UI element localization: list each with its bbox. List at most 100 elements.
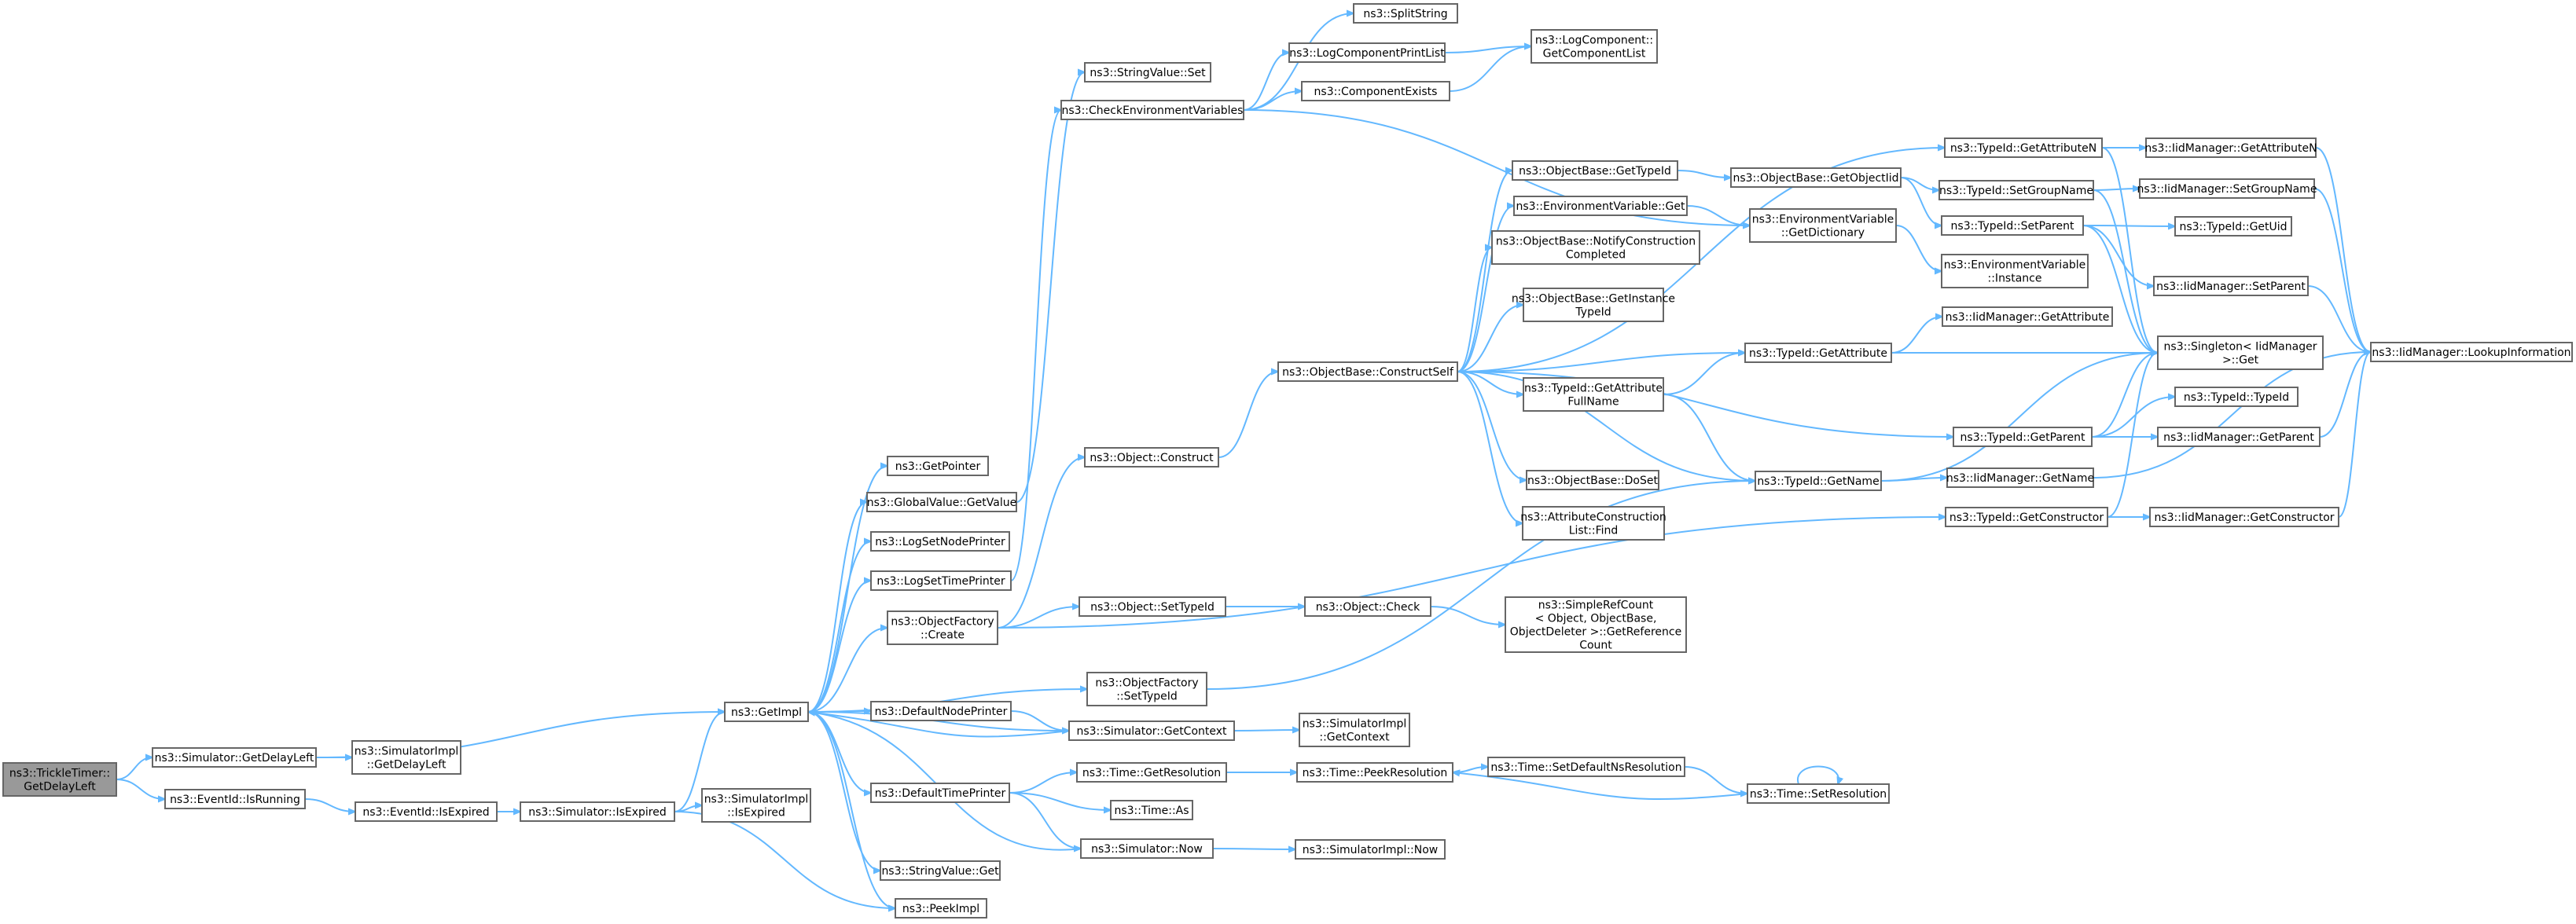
call-edge bbox=[2082, 225, 2154, 286]
function-node[interactable]: ns3::ObjectBase::GetTypeId bbox=[1512, 160, 1678, 181]
node-label: ns3::TypeId::GetUid bbox=[2179, 221, 2287, 233]
function-node[interactable]: ns3::IidManager::GetConstructor bbox=[2149, 507, 2339, 527]
function-node[interactable]: ns3::CheckEnvironmentVariables bbox=[1060, 100, 1244, 120]
function-node[interactable]: ns3::Time::SetDefaultNsResolution bbox=[1487, 757, 1685, 777]
function-node[interactable]: ns3::EventId::IsRunning bbox=[164, 789, 306, 809]
node-label: ns3::SimulatorImpl::Now bbox=[1303, 844, 1439, 856]
call-edge bbox=[1457, 353, 1745, 372]
function-node[interactable]: ns3::IidManager::GetAttribute bbox=[1942, 306, 2113, 327]
call-edge bbox=[1444, 46, 1531, 53]
node-label: ns3::EnvironmentVariable bbox=[1752, 213, 1894, 226]
node-box bbox=[1288, 42, 1446, 63]
call-edge bbox=[1457, 371, 1953, 437]
function-node[interactable]: ns3::IidManager::LookupInformation bbox=[2370, 342, 2573, 362]
function-node[interactable]: ns3::SimulatorImpl::IsExpired bbox=[701, 788, 811, 823]
node-box bbox=[2157, 336, 2324, 370]
call-edge bbox=[1457, 305, 1523, 372]
function-node[interactable]: ns3::Simulator::GetDelayLeft bbox=[152, 747, 317, 768]
function-node[interactable]: ns3::DefaultNodePrinter bbox=[870, 701, 1012, 721]
node-label: ns3::SimulatorImpl bbox=[704, 793, 809, 805]
function-node[interactable]: ns3::TypeId::GetConstructor bbox=[1945, 507, 2108, 527]
function-node[interactable]: ns3::EnvironmentVariable::Get bbox=[1513, 196, 1688, 216]
function-node[interactable]: ns3::TypeId::SetGroupName bbox=[1938, 180, 2094, 200]
function-node[interactable]: ns3::GetImpl bbox=[724, 702, 809, 722]
function-node[interactable]: ns3::TypeId::SetParent bbox=[1941, 215, 2084, 236]
call-edge bbox=[2315, 147, 2371, 352]
node-label: ns3::SimulatorImpl bbox=[1303, 717, 1407, 730]
function-node[interactable]: ns3::Time::GetResolution bbox=[1076, 762, 1227, 783]
call-edge bbox=[2107, 353, 2158, 518]
function-node[interactable]: ns3::ObjectBase::GetObjectIid bbox=[1730, 167, 1902, 188]
node-box bbox=[2174, 387, 2299, 407]
function-node[interactable]: ns3::Object::Construct bbox=[1084, 447, 1219, 468]
function-node[interactable]: ns3::EnvironmentVariable::Instance bbox=[1941, 254, 2089, 288]
function-node[interactable]: ns3::IidManager::SetParent bbox=[2153, 276, 2309, 296]
node-label: List::Find bbox=[1569, 524, 1619, 537]
function-node[interactable]: ns3::Simulator::GetContext bbox=[1068, 720, 1235, 741]
node-box bbox=[870, 531, 1010, 552]
function-node[interactable]: ns3::EventId::IsExpired bbox=[355, 801, 498, 822]
function-node[interactable]: ns3::SimulatorImpl::Now bbox=[1295, 839, 1446, 860]
function-node[interactable]: ns3::IidManager::GetParent bbox=[2157, 427, 2321, 447]
node-label: GetComponentList bbox=[1543, 47, 1646, 60]
function-node[interactable]: ns3::EnvironmentVariable::GetDictionary bbox=[1749, 208, 1897, 243]
call-edge bbox=[1684, 766, 1747, 794]
node-box bbox=[1941, 215, 2084, 236]
function-node[interactable]: ns3::DefaultTimePrinter bbox=[870, 783, 1010, 803]
function-node[interactable]: ns3::TypeId::TypeId bbox=[2174, 387, 2299, 407]
function-node[interactable]: ns3::TypeId::GetParent bbox=[1953, 427, 2093, 447]
node-box bbox=[1076, 762, 1227, 783]
function-node[interactable]: ns3::ObjectFactory::Create bbox=[887, 610, 998, 645]
function-node[interactable]: ns3::SplitString bbox=[1353, 3, 1458, 24]
function-node[interactable]: ns3::ObjectBase::ConstructSelf bbox=[1277, 361, 1458, 382]
function-node[interactable]: ns3::GlobalValue::GetValue bbox=[866, 492, 1017, 512]
call-edge bbox=[807, 711, 871, 793]
node-box bbox=[1747, 783, 1890, 804]
function-node[interactable]: ns3::Simulator::IsExpired bbox=[520, 801, 675, 822]
function-node[interactable]: ns3::StringValue::Get bbox=[880, 860, 1001, 881]
function-node[interactable]: ns3::Time::As bbox=[1110, 800, 1193, 820]
function-node[interactable]: ns3::StringValue::Set bbox=[1084, 62, 1211, 82]
node-label: ns3::TypeId::SetParent bbox=[1951, 220, 2074, 233]
function-node[interactable]: ns3::Object::Check bbox=[1304, 596, 1431, 617]
function-node[interactable]: ns3::ObjectFactory::SetTypeId bbox=[1086, 672, 1207, 706]
function-node[interactable]: ns3::ObjectBase::DoSet bbox=[1526, 470, 1659, 490]
node-box bbox=[1945, 507, 2108, 527]
call-edge bbox=[674, 811, 895, 908]
function-node[interactable]: ns3::Singleton< IidManager>::Get bbox=[2157, 336, 2324, 370]
function-node[interactable]: ns3::Time::PeekResolution bbox=[1296, 762, 1453, 783]
call-edge bbox=[1009, 792, 1081, 849]
function-node[interactable]: ns3::ObjectBase::NotifyConstructionCompl… bbox=[1491, 230, 1700, 265]
function-node[interactable]: ns3::Time::SetResolution bbox=[1747, 783, 1890, 804]
function-node[interactable]: ns3::LogComponentPrintList bbox=[1288, 42, 1446, 63]
function-node[interactable]: ns3::LogSetNodePrinter bbox=[870, 531, 1010, 552]
node-label: ns3::IidManager::SetGroupName bbox=[2137, 183, 2317, 196]
function-node[interactable]: ns3::TypeId::GetUid bbox=[2174, 216, 2292, 236]
function-node[interactable]: ns3::IidManager::SetGroupName bbox=[2137, 178, 2317, 199]
function-node[interactable]: ns3::SimulatorImpl::GetContext bbox=[1299, 713, 1410, 747]
node-label: ns3::ObjectBase::GetObjectIid bbox=[1733, 172, 1898, 185]
function-node[interactable]: ns3::SimulatorImpl::GetDelayLeft bbox=[351, 740, 461, 775]
function-node[interactable]: ns3::LogComponent::GetComponentList bbox=[1531, 29, 1658, 64]
function-node[interactable]: ns3::LogSetTimePrinter bbox=[870, 570, 1012, 591]
function-node[interactable]: ns3::SimpleRefCount< Object, ObjectBase,… bbox=[1505, 596, 1687, 653]
function-node[interactable]: ns3::GetPointer bbox=[887, 456, 989, 476]
function-node[interactable]: ns3::PeekImpl bbox=[895, 898, 987, 918]
node-label: Count bbox=[1579, 639, 1612, 651]
node-box bbox=[2139, 178, 2315, 199]
function-node[interactable]: ns3::TypeId::GetAttributeN bbox=[1944, 138, 2103, 158]
function-node[interactable]: ns3::ComponentExists bbox=[1301, 81, 1450, 101]
function-node[interactable]: ns3::Simulator::Now bbox=[1080, 838, 1214, 859]
node-label: ns3::IidManager::GetName bbox=[1946, 472, 2094, 485]
root-function-node[interactable]: ns3::TrickleTimer::GetDelayLeft bbox=[2, 762, 117, 797]
function-node[interactable]: ns3::IidManager::GetName bbox=[1946, 468, 2094, 488]
function-node[interactable]: ns3::IidManager::GetAttributeN bbox=[2144, 138, 2317, 158]
function-node[interactable]: ns3::Object::SetTypeId bbox=[1079, 596, 1226, 617]
function-node[interactable]: ns3::TypeId::GetAttribute bbox=[1744, 343, 1892, 363]
function-node[interactable]: ns3::TypeId::GetName bbox=[1755, 471, 1882, 491]
node-label: ns3::GlobalValue::GetValue bbox=[867, 497, 1016, 509]
